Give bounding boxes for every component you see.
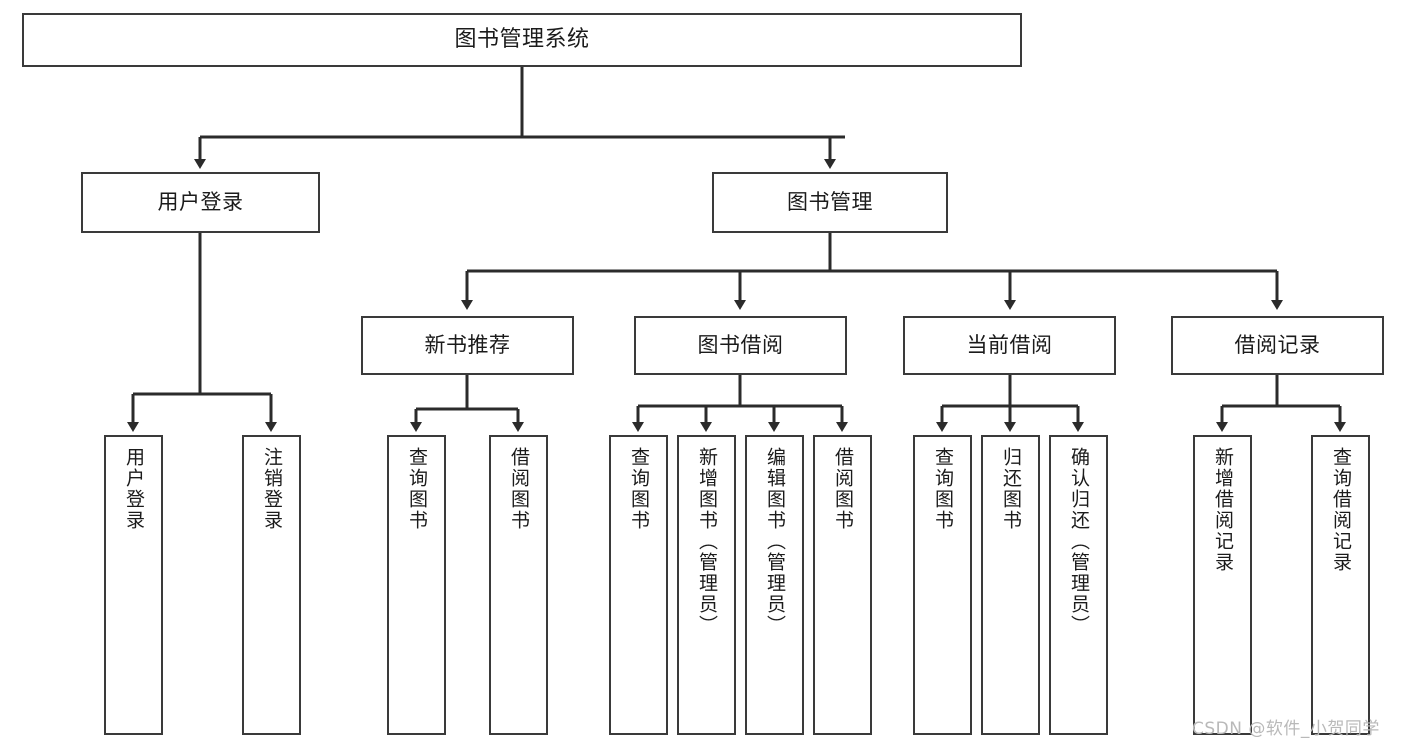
node-label: 图书借阅 [697, 333, 784, 358]
leaf-return-book[interactable]: 归还图书 [981, 435, 1040, 735]
node-label: 确认归还（管理员） [1068, 447, 1090, 636]
leaf-add-record[interactable]: 新增借阅记录 [1193, 435, 1252, 735]
leaf-borrow-book-2[interactable]: 借阅图书 [813, 435, 872, 735]
leaf-query-record[interactable]: 查询借阅记录 [1311, 435, 1370, 735]
node-book-manage[interactable]: 图书管理 [712, 172, 948, 233]
node-label: 归还图书 [1000, 447, 1022, 531]
node-label: 用户登录 [157, 190, 244, 215]
leaf-query-book-1[interactable]: 查询图书 [387, 435, 446, 735]
node-label: 当前借阅 [966, 333, 1053, 358]
node-label: 借阅记录 [1234, 333, 1321, 358]
node-label: 借阅图书 [508, 447, 530, 531]
node-borrow-record[interactable]: 借阅记录 [1171, 316, 1384, 375]
node-book-borrow[interactable]: 图书借阅 [634, 316, 847, 375]
node-user-login[interactable]: 用户登录 [81, 172, 320, 233]
node-label: 图书管理 [787, 190, 873, 215]
node-label: 新增借阅记录 [1212, 447, 1234, 573]
node-label: 查询图书 [932, 447, 954, 531]
leaf-query-book-2[interactable]: 查询图书 [609, 435, 668, 735]
node-book-management-system[interactable]: 图书管理系统 [22, 13, 1022, 67]
node-label: 查询图书 [628, 447, 650, 531]
node-label: 借阅图书 [832, 447, 854, 531]
node-label: 用户登录 [123, 447, 145, 531]
node-label: 查询图书 [406, 447, 428, 531]
node-label: 新增图书（管理员） [696, 447, 718, 636]
node-label: 查询借阅记录 [1330, 447, 1352, 573]
node-current-borrow[interactable]: 当前借阅 [903, 316, 1116, 375]
node-new-book-recommend[interactable]: 新书推荐 [361, 316, 574, 375]
leaf-edit-book[interactable]: 编辑图书（管理员） [745, 435, 804, 735]
node-label: 新书推荐 [424, 333, 511, 358]
leaf-confirm-return[interactable]: 确认归还（管理员） [1049, 435, 1108, 735]
leaf-user-login[interactable]: 用户登录 [104, 435, 163, 735]
leaf-query-book-3[interactable]: 查询图书 [913, 435, 972, 735]
csdn-watermark: CSDN @软件_小贺同学 [1192, 719, 1380, 739]
leaf-borrow-book-1[interactable]: 借阅图书 [489, 435, 548, 735]
node-label: 编辑图书（管理员） [764, 447, 786, 636]
leaf-add-book[interactable]: 新增图书（管理员） [677, 435, 736, 735]
node-label: 注销登录 [261, 447, 283, 531]
node-label: 图书管理系统 [454, 27, 590, 53]
leaf-user-logout[interactable]: 注销登录 [242, 435, 301, 735]
